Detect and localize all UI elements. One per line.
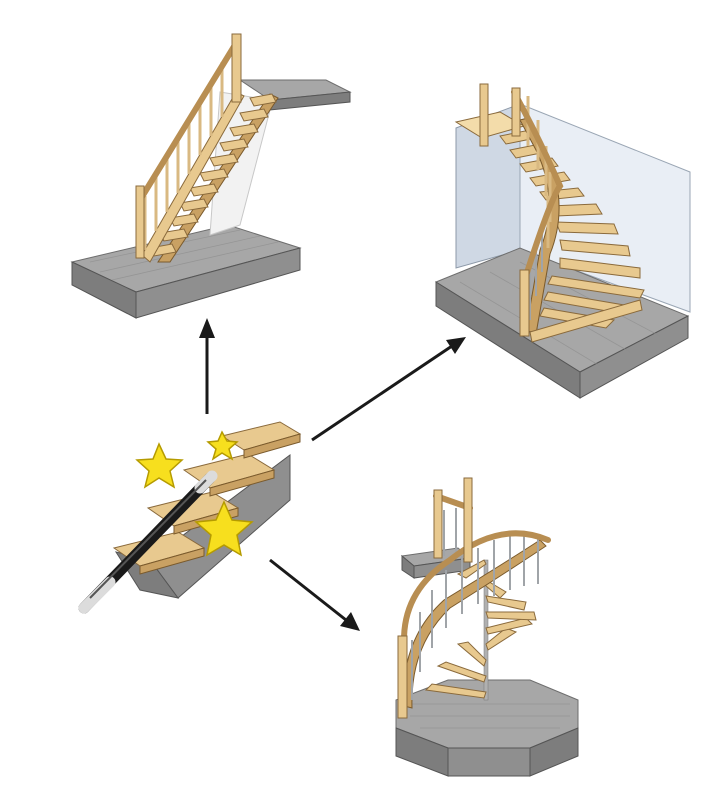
arrow-to-quarter-turn xyxy=(311,337,466,442)
quarter-turn-staircase-icon xyxy=(434,83,691,399)
straight-staircase-icon xyxy=(70,33,352,319)
arrow-to-spiral xyxy=(269,558,360,631)
star-icon xyxy=(194,500,254,557)
spiral-staircase-icon xyxy=(395,477,579,777)
star-icon xyxy=(135,442,184,489)
star-icon xyxy=(206,430,239,461)
arrow-to-straight xyxy=(199,318,215,414)
stair-wizard-icon xyxy=(78,421,302,614)
